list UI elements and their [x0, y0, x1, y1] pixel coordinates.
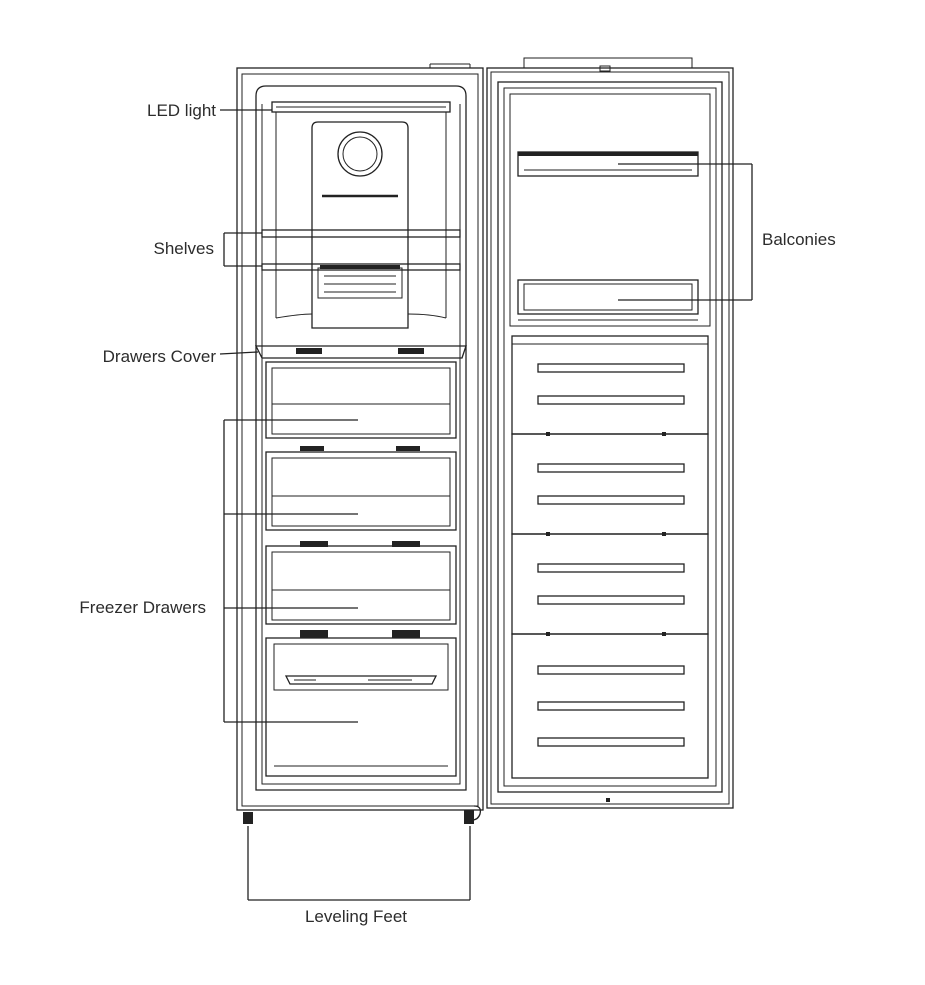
door-drawer-front-2 [511, 433, 709, 535]
freezer-drawer-2 [265, 446, 457, 531]
label-shelves: Shelves [154, 239, 214, 258]
door-notches [546, 432, 666, 802]
upper-compartment-walls [275, 112, 447, 319]
fan-panel [311, 121, 409, 329]
door-drawer-front-4 [511, 633, 709, 779]
label-drawers-cover: Drawers Cover [103, 347, 217, 366]
callout-leveling-feet [247, 826, 471, 901]
callout-shelves [223, 232, 262, 267]
label-leveling-feet: Leveling Feet [305, 907, 407, 926]
leveling-foot-right [464, 805, 482, 824]
led-light [271, 101, 451, 113]
shelf-upper [261, 229, 461, 238]
callout-freezer-drawers [223, 419, 358, 723]
freezer-door [486, 57, 734, 809]
drawers-cover [254, 345, 467, 359]
freezer-drawer-4 [265, 630, 457, 777]
callout-drawers-cover [219, 351, 259, 355]
callout-balconies [618, 163, 753, 301]
leveling-foot-left [243, 812, 253, 824]
freezer-drawer-1 [265, 361, 457, 439]
door-drawer-front-1 [511, 335, 709, 435]
door-drawer-front-3 [511, 533, 709, 635]
shelf-lower [261, 263, 461, 271]
balcony-lower [517, 279, 699, 321]
label-led-light: LED light [147, 101, 216, 120]
label-balconies: Balconies [762, 230, 836, 249]
freezer-drawer-3 [265, 541, 457, 625]
freezer-cabinet [236, 63, 484, 811]
label-freezer-drawers: Freezer Drawers [79, 598, 206, 617]
